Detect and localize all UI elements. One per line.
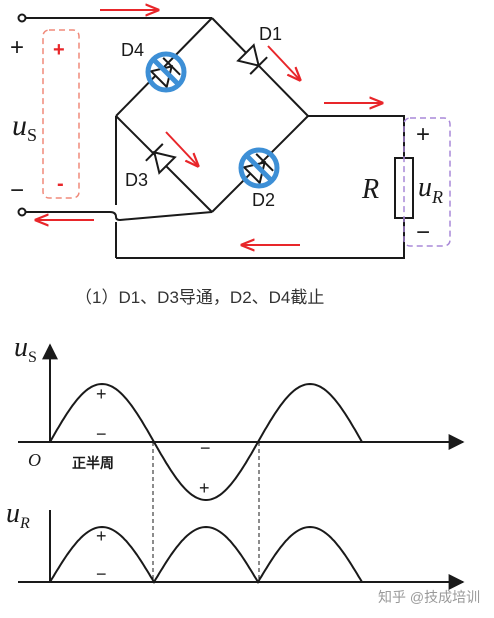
output-wire [308,115,405,158]
source-plus: + [10,34,24,61]
source-polarity-box [42,29,80,199]
d2-blocked-circle [238,147,280,189]
arrow-d3 [165,131,198,166]
origin-label: O [28,450,41,470]
top-terminal [17,13,27,23]
diode-d3 [145,143,177,175]
source-voltage-label: uS [12,109,37,145]
us-sine-wave [49,382,363,502]
circuit [17,13,414,259]
source-red-plus: + [53,39,65,61]
ur-axis-label: uR [6,498,30,532]
ur-peak-plus: + [96,526,107,546]
ur-rectified-wave [49,525,363,584]
source-red-minus: - [57,173,64,195]
current-arrows [36,10,382,245]
us-peak-plus: + [96,384,107,404]
load-plus: + [416,121,430,148]
load-polarity-box [403,117,451,247]
d4-blocked-circle [145,51,187,93]
load-voltage-label: uR [418,172,443,207]
d1-label: D1 [259,24,282,44]
d4-label: D4 [121,40,144,60]
bottom-terminal [17,207,27,217]
period-guides [152,442,260,582]
ur-peak-minus: − [96,564,107,584]
positive-half-label: 正半周 [72,455,114,471]
resistor-label: R [361,174,379,205]
load-minus: − [416,219,430,246]
d3-label: D3 [125,170,148,190]
diode-d1 [236,43,268,75]
arrow-d1 [267,45,300,80]
d4-blocked-slash [151,57,181,87]
waveform-axes [18,343,465,590]
source-minus: − [10,177,24,204]
us-peak-minus: − [96,424,107,444]
watermark: 知乎 @技成培训 [378,589,480,605]
d2-label: D2 [252,190,275,210]
blocked-markers [145,51,280,189]
us-trough-plus: + [199,478,210,498]
d2-blocked-slash [244,153,274,183]
caption: （1）D1、D3导通，D2、D4截止 [75,288,324,307]
us-axis-label: uS [14,332,37,366]
bottom-input-wire [25,211,213,222]
us-trough-minus: − [200,438,211,458]
load-bottom-wire [116,218,405,259]
waveform-curves [49,382,363,584]
